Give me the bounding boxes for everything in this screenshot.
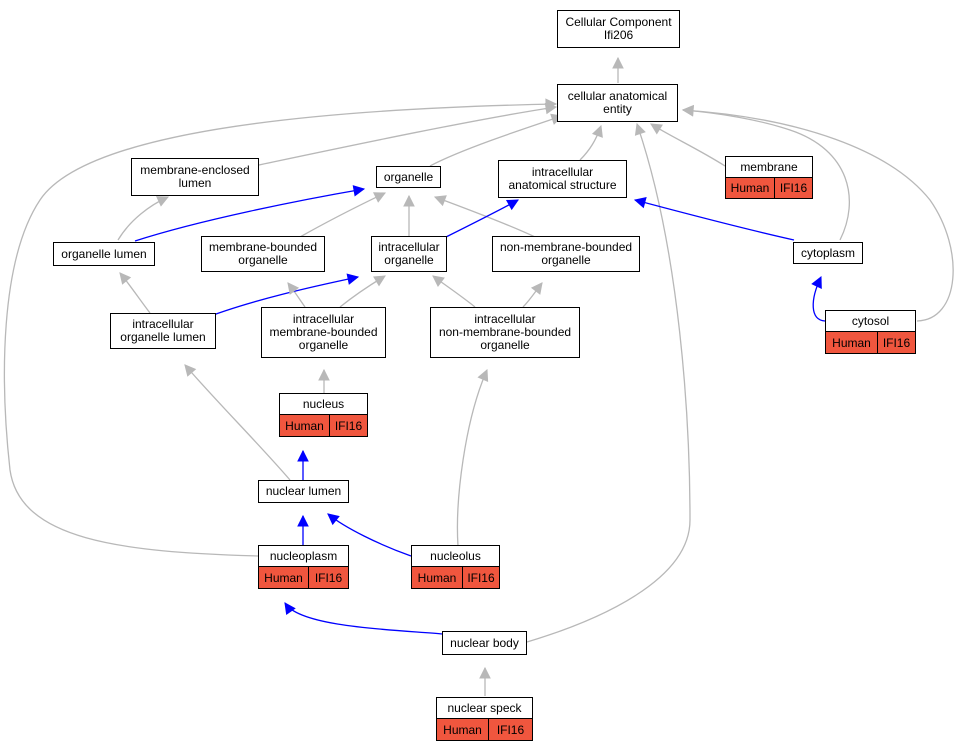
- arrowhead: [184, 364, 197, 377]
- edge-nbody-cae: [526, 123, 691, 643]
- arrowhead: [479, 666, 491, 679]
- node-organelle-lumen[interactable]: organelle lumen: [53, 242, 155, 266]
- edge-mel-cae: [253, 106, 557, 167]
- edge-mbo-organelle: [299, 192, 386, 238]
- node-intracellular-organelle-lumen[interactable]: intracellular organelle lumen: [110, 313, 216, 349]
- arrowhead: [372, 192, 387, 203]
- arrowhead: [545, 98, 558, 111]
- gene-cell: IFI16: [774, 177, 813, 199]
- gene-cell: IFI16: [877, 331, 916, 354]
- gene-cell: IFI16: [308, 566, 349, 589]
- edge-nmbo-organelle: [434, 196, 536, 238]
- arrowhead: [346, 273, 360, 285]
- arrowhead: [650, 123, 663, 135]
- node-cellular-component[interactable]: Cellular Component Ifi206: [557, 10, 680, 48]
- species-cell: Human: [725, 177, 775, 199]
- edge-nlumen-iol: [184, 364, 291, 481]
- arrowhead: [373, 275, 386, 287]
- species-cell: Human: [279, 414, 330, 437]
- arrowhead: [318, 368, 330, 381]
- node-intracellular-membrane-bounded-organelle[interactable]: intracellular membrane-bounded organelle: [261, 307, 386, 358]
- arrowhead: [612, 56, 624, 69]
- arrowhead: [156, 196, 170, 207]
- arrowhead: [297, 514, 309, 527]
- arrowhead: [297, 449, 309, 462]
- node-cytosol[interactable]: cytosol: [825, 310, 916, 332]
- node-nucleolus[interactable]: nucleolus: [411, 545, 500, 567]
- arrowhead: [477, 368, 489, 382]
- node-cellular-anatomical-entity[interactable]: cellular anatomical entity: [557, 84, 678, 122]
- node-organelle[interactable]: organelle: [376, 166, 441, 188]
- edge-iol-io: [199, 276, 359, 321]
- arrowhead: [633, 197, 647, 209]
- node-non-membrane-bounded-organelle[interactable]: non-membrane-bounded organelle: [492, 236, 640, 272]
- edge-olumen-organelle: [134, 188, 365, 242]
- node-nuclear-body[interactable]: nuclear body: [442, 631, 527, 655]
- node-cytoplasm[interactable]: cytoplasm: [793, 242, 863, 264]
- arrowhead: [811, 275, 822, 289]
- arrowhead: [403, 194, 415, 207]
- gene-cell: IFI16: [462, 566, 500, 589]
- node-membrane-bounded-organelle[interactable]: membrane-bounded organelle: [201, 236, 325, 272]
- edge-nucleoplasm-cae: [3, 103, 557, 557]
- node-nucleoplasm[interactable]: nucleoplasm: [258, 545, 349, 567]
- node-intracellular-anatomical-structure[interactable]: intracellular anatomical structure: [498, 160, 627, 198]
- arrowhead: [432, 275, 445, 287]
- arrowhead: [530, 282, 543, 295]
- edge-nucleolus-inmbo: [456, 369, 488, 547]
- node-nuclear-lumen[interactable]: nuclear lumen: [258, 480, 349, 503]
- species-cell: Human: [258, 566, 309, 589]
- arrowhead: [327, 513, 340, 526]
- node-membrane[interactable]: membrane: [725, 156, 813, 178]
- gene-cell: IFI16: [488, 718, 533, 741]
- arrowhead: [433, 195, 447, 207]
- edge-organelle-cae: [429, 115, 563, 167]
- gene-cell: IFI16: [329, 414, 368, 437]
- arrowhead: [352, 185, 366, 197]
- edge-cytoplasm-ias: [634, 199, 795, 241]
- arrowhead: [591, 124, 603, 138]
- edge-membrane-cae: [650, 123, 726, 167]
- arrowhead: [681, 104, 694, 117]
- arrowhead: [634, 122, 646, 136]
- node-intracellular-organelle[interactable]: intracellular organelle: [371, 236, 447, 272]
- species-cell: Human: [436, 718, 489, 741]
- node-nucleus[interactable]: nucleus: [279, 393, 368, 415]
- node-intracellular-non-membrane-bounded-organelle[interactable]: intracellular non-membrane-bounded organ…: [430, 307, 580, 358]
- arrowhead: [119, 272, 132, 285]
- node-membrane-enclosed-lumen[interactable]: membrane-enclosed lumen: [131, 158, 259, 196]
- edge-cytoplasm-cae: [682, 109, 851, 241]
- species-cell: Human: [825, 331, 878, 354]
- species-cell: Human: [411, 566, 463, 589]
- arrowhead: [284, 602, 296, 615]
- arrowhead: [287, 282, 300, 295]
- arrowhead: [505, 199, 519, 211]
- edge-cytosol-cae: [682, 109, 954, 322]
- node-nuclear-speck[interactable]: nuclear speck: [436, 697, 533, 719]
- edge-nbody-nucleoplasm: [284, 602, 444, 635]
